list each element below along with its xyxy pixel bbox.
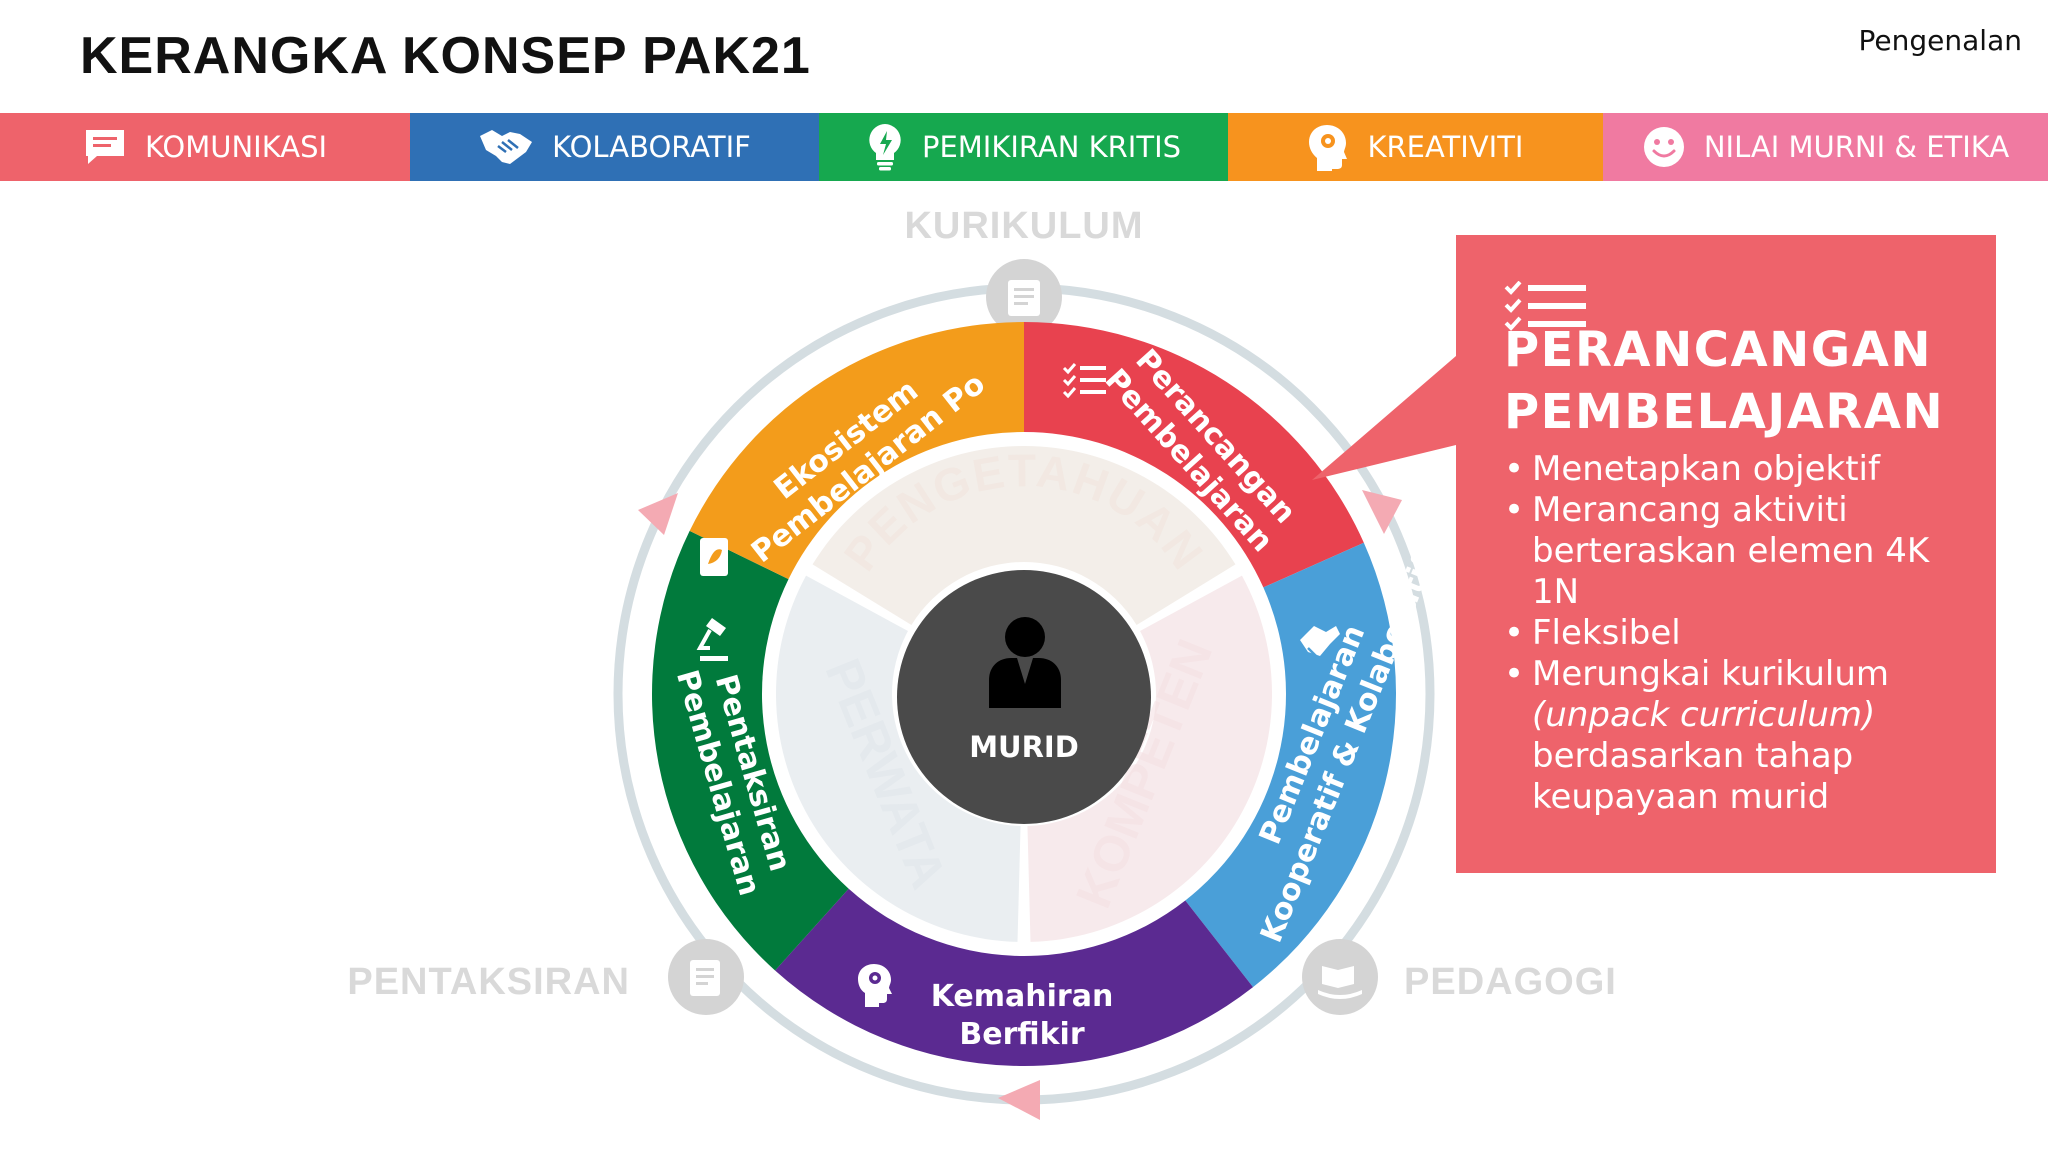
page-title: KERANGKA KONSEP PAK21 [80, 27, 811, 85]
handshake-icon [480, 130, 533, 164]
nav-item-kolaboratif[interactable]: KOLABORATIF [410, 113, 819, 181]
person-icon [989, 617, 1061, 708]
ring-segment[interactable] [1024, 322, 1364, 588]
ring-segments [651, 322, 1396, 1066]
segment-label-kemahiran: Kemahiran [931, 979, 1114, 1014]
ring-arrow-icon [638, 493, 678, 535]
bullet-item-unpack: Merungkai kurikulum (unpack curriculum) … [1504, 654, 1932, 818]
bullet-text: Merungkai kurikulum [1532, 654, 1890, 694]
bullet-item: Menetapkan objektif [1504, 449, 1996, 490]
center-label: MURID [969, 730, 1079, 764]
bullet-italic: (unpack curriculum) [1532, 695, 1876, 735]
pedagogi-node [1302, 939, 1378, 1015]
nav-item-pemikiran-kritis[interactable]: PEMIKIRAN KRITIS [819, 113, 1228, 181]
book-icon [1008, 280, 1040, 316]
nav-label: KREATIVITI [1367, 130, 1524, 164]
lightbulb-icon [869, 124, 901, 171]
callout-bullets: Menetapkan objektif Merancang aktiviti b… [1504, 449, 1996, 818]
ring-segment[interactable] [775, 888, 1254, 1066]
checklist-icon [1504, 281, 1586, 331]
bullet-rest: berdasarkan tahap keupayaan murid [1532, 736, 1854, 817]
ring-arrow-icon [998, 1080, 1040, 1120]
checklist-icon [1062, 363, 1106, 399]
nav-item-kreativiti[interactable]: KREATIVITI [1228, 113, 1603, 181]
nav-label: NILAI MURNI & ETIKA [1703, 130, 2010, 164]
ring-segment[interactable] [689, 322, 1024, 580]
ring-arrow-icon [1362, 490, 1402, 534]
kurikulum-node [986, 259, 1062, 335]
microscope-icon [696, 618, 728, 661]
section-label: Pengenalan [1858, 24, 2022, 57]
segment-label-kemahiran-2: Berfikir [959, 1017, 1084, 1052]
center-murid: MURID [897, 570, 1151, 824]
open-book-hand-icon [1318, 966, 1362, 999]
book-leaf-icon [700, 538, 728, 576]
outer-label-kurikulum: KURIKULUM [904, 205, 1143, 247]
inner-segment [812, 445, 1236, 626]
nav-label: PEMIKIRAN KRITIS [921, 130, 1182, 164]
head-gear-icon [858, 964, 892, 1007]
ring-segment[interactable] [1185, 542, 1396, 988]
nav-label: KOLABORATIF [552, 130, 751, 164]
callout-title-line2: PEMBELAJARAN [1504, 384, 1945, 440]
bullet-item: Fleksibel [1504, 613, 1996, 654]
inner-segment [1027, 575, 1273, 942]
elements-bar: KOMUNIKASI KOLABORATIF PEMIKIRAN KRITIS … [0, 113, 2048, 181]
callout-panel: PERANCANGAN PEMBELAJARAN Menetapkan obje… [1456, 235, 1996, 873]
pentaksiran-node [668, 939, 744, 1015]
chat-icon [85, 130, 124, 164]
hands-icon [1300, 626, 1340, 659]
smiley-icon [1643, 127, 1684, 167]
nav-label: KOMUNIKASI [144, 130, 328, 164]
clipboard-icon [690, 960, 720, 996]
callout-title-line1: PERANCANGAN [1504, 322, 1933, 378]
nav-item-komunikasi[interactable]: KOMUNIKASI [0, 113, 410, 181]
callout-pointer [1312, 356, 1456, 480]
inner-segments [775, 445, 1273, 942]
outer-label-pedagogi: PEDAGOGI [1404, 961, 1617, 1003]
bullet-item: Merancang aktiviti berteraskan elemen 4K… [1504, 490, 1972, 613]
head-gear-icon [1309, 125, 1348, 171]
outer-label-pentaksiran: PENTAKSIRAN [347, 961, 630, 1003]
inner-segment [775, 575, 1021, 942]
ring-segment[interactable] [651, 530, 849, 971]
nav-item-nilai-murni[interactable]: NILAI MURNI & ETIKA [1603, 113, 2048, 181]
callout-title: PERANCANGAN PEMBELAJARAN [1504, 319, 1996, 443]
